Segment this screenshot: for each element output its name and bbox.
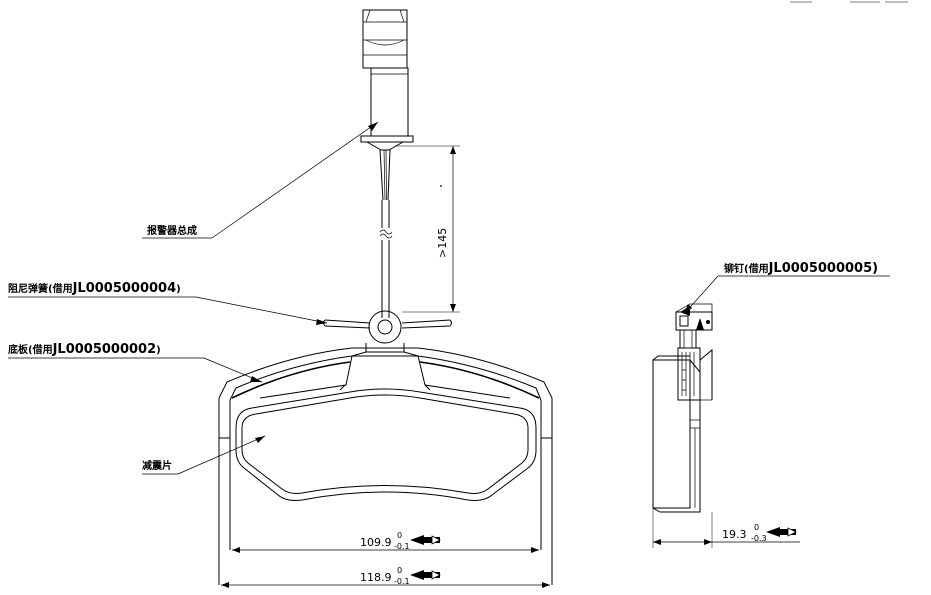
- outer-width-upper-tol: 0: [397, 566, 402, 575]
- inner-width-upper-tol: 0: [397, 531, 402, 540]
- thickness-lower-tol: -0.3: [751, 534, 767, 543]
- damping-spring-callout: 阻尼弹簧(借用JL0005000004): [8, 281, 328, 325]
- damping-spring-label: 阻尼弹簧(借用: [8, 282, 73, 295]
- rivet-part-number: JL0005000005: [768, 261, 873, 276]
- wire-length-dimension: >145: [395, 145, 460, 313]
- shim-label: 减震片: [142, 459, 172, 472]
- outer-width-lower-tol: -0.1: [394, 577, 410, 586]
- damping-spring-part-number: JL0005000004: [72, 281, 177, 296]
- outer-width-dimension: 118.9 0 -0.1: [221, 566, 550, 588]
- backplate-part-number: JL0005000002: [52, 342, 157, 357]
- damping-spring: [323, 310, 452, 344]
- alarm-connector: [360, 9, 414, 318]
- alarm-assembly-callout: 报警器总成: [142, 121, 379, 239]
- rivet-label: 铆钉(借用: [724, 262, 769, 275]
- thickness-value: 19.3: [722, 528, 747, 541]
- damping-spring-suffix: ): [176, 284, 181, 295]
- thickness-dimension: 19.3 0 -0.3: [652, 508, 800, 548]
- brake-pad-front: [218, 343, 553, 585]
- rivet-suffix: ): [872, 261, 878, 276]
- inner-width-lower-tol: -0.1: [394, 542, 410, 551]
- alarm-assembly-label: 报警器总成: [147, 224, 197, 237]
- rivet-callout: 铆钉(借用JL0005000005): [683, 261, 890, 315]
- svg-text:底板(借用JL0005000002): 底板(借用JL0005000002): [8, 342, 161, 357]
- backplate-callout: 底板(借用JL0005000002): [8, 342, 263, 383]
- backplate-suffix: ): [156, 345, 161, 356]
- outer-width-value: 118.9: [360, 571, 392, 584]
- svg-text:铆钉(借用JL0005000005): 铆钉(借用JL0005000005): [724, 261, 878, 276]
- shim-callout: 减震片: [142, 435, 266, 475]
- brake-pad-side: [652, 303, 713, 513]
- inner-width-dimension: 109.9 0 -0.1: [232, 531, 539, 553]
- inner-width-value: 109.9: [360, 536, 392, 549]
- thickness-upper-tol: 0: [754, 523, 759, 532]
- backplate-label: 底板(借用: [8, 343, 53, 356]
- svg-text:阻尼弹簧(借用JL0005000004): 阻尼弹簧(借用JL0005000004): [8, 281, 181, 296]
- wire-length-text: >145: [436, 228, 449, 258]
